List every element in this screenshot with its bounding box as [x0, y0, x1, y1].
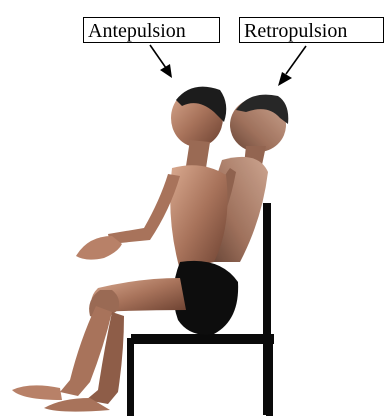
ante-hand: [76, 236, 122, 260]
antepulsion-figure: [12, 87, 238, 412]
arrow-antepulsion: [150, 45, 172, 78]
retropulsion-label: Retropulsion: [239, 17, 384, 43]
chair-back-leg: [266, 338, 273, 416]
antepulsion-label: Antepulsion: [83, 17, 220, 43]
foot-1: [12, 385, 62, 400]
chair-front-leg: [127, 338, 134, 416]
arrow-retropulsion: [278, 46, 306, 86]
chair-seat: [131, 334, 274, 344]
